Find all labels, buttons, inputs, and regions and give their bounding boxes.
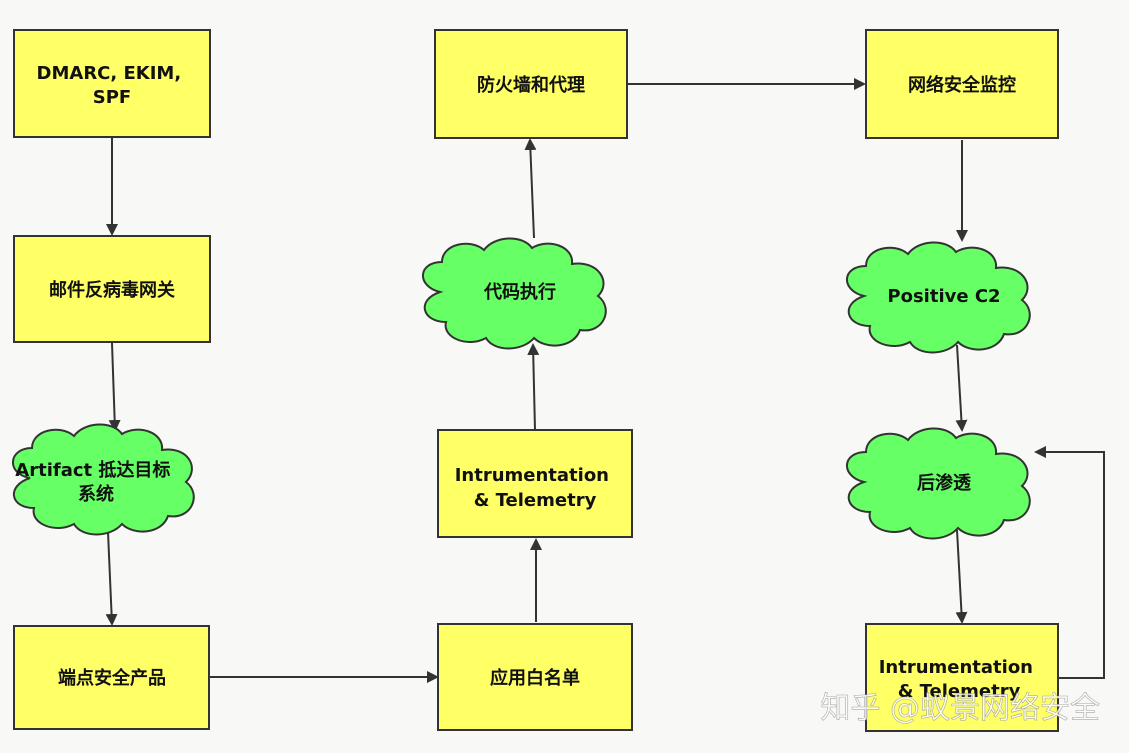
label-post-exploit: 后渗透 — [917, 472, 972, 494]
edge-artifact-to-endpoint — [105, 531, 118, 626]
edge-instr-right-loop-to-post-exploit — [1034, 446, 1105, 679]
label-code-exec: 代码执行 — [483, 281, 556, 303]
labels: DMARC, EKIM, SPF 邮件反病毒网关 Artifact 抵达目标 系… — [15, 63, 1040, 702]
label-net-monitor: 网络安全监控 — [908, 74, 1016, 96]
edges — [105, 78, 1105, 683]
node-instr-mid-box — [437, 429, 633, 538]
label-dmarc: DMARC, EKIM, SPF — [37, 63, 188, 108]
label-positive-c2: Positive C2 — [887, 286, 1000, 307]
node-net-monitor-box — [865, 29, 1059, 139]
label-firewall: 防火墙和代理 — [477, 74, 585, 96]
node-post-exploit-cloud — [846, 427, 1031, 540]
label-instr-mid: Intrumentation & Telemetry — [455, 465, 616, 511]
node-dmarc-box — [13, 29, 211, 138]
node-positive-c2-cloud — [846, 241, 1031, 354]
node-firewall-box — [434, 29, 628, 139]
watermark-text: 知乎 @蚁景网络安全 — [820, 691, 1100, 726]
node-endpoint-box — [13, 625, 210, 730]
label-whitelist: 应用白名单 — [490, 667, 580, 689]
boxes — [13, 29, 1059, 732]
edge-instr-mid-to-code-exec — [527, 343, 540, 431]
node-artifact-cloud — [12, 423, 195, 536]
node-whitelist-box — [437, 623, 633, 731]
label-mail-gateway: 邮件反病毒网关 — [49, 279, 175, 301]
label-instr-right: Intrumentation & Telemetry — [879, 657, 1040, 702]
node-mail-gateway-box — [13, 235, 211, 343]
label-artifact: Artifact 抵达目标 系统 — [15, 459, 176, 505]
edge-mail-gateway-to-artifact — [108, 342, 121, 432]
node-instr-right-box — [865, 623, 1059, 732]
node-code-exec-cloud — [422, 237, 607, 350]
edge-post-exploit-to-instr-right — [955, 529, 968, 624]
clouds — [12, 237, 1031, 540]
edge-positive-c2-to-post-exploit — [955, 344, 968, 432]
edge-code-exec-to-firewall — [524, 138, 537, 239]
label-endpoint: 端点安全产品 — [58, 667, 166, 689]
